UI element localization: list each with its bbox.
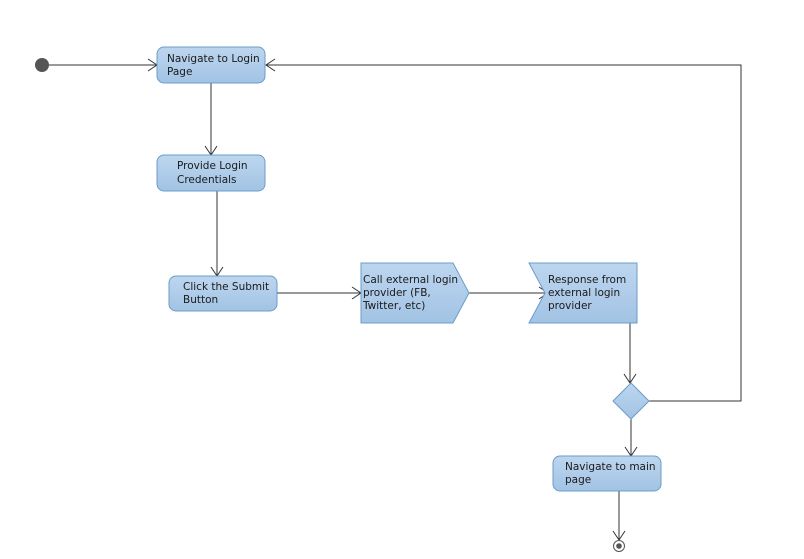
final-node-dot <box>616 543 622 549</box>
action-click-submit-shape <box>168 275 278 312</box>
edge-provide-credentials-to-click-submit <box>210 191 224 277</box>
edge-start-to-navigate-login <box>49 58 158 72</box>
accept-signal-response: Response from external login provider <box>528 262 638 324</box>
send-signal-call-provider-shape <box>360 262 470 324</box>
action-click-submit-label: Click the Submit Button <box>183 281 273 306</box>
action-navigate-main: Navigate to main page <box>552 455 662 492</box>
edge-navigate-main-to-end <box>612 491 626 541</box>
accept-signal-response-label: Response from external login provider <box>548 274 630 312</box>
edge-click-submit-to-call-provider <box>277 286 362 300</box>
final-node <box>613 540 625 552</box>
action-navigate-main-shape <box>552 455 662 492</box>
action-provide-credentials-shape <box>156 154 266 192</box>
send-signal-call-provider-label: Call external login provider (FB, Twitte… <box>362 274 461 312</box>
action-navigate-login-label: Navigate to Login Page <box>167 53 263 78</box>
edge-decision-to-navigate-main <box>624 419 638 457</box>
accept-signal-response-shape <box>528 262 638 324</box>
initial-node <box>35 58 49 72</box>
action-provide-credentials-label: Provide Login Credentials <box>177 160 251 186</box>
send-signal-call-provider: Call external login provider (FB, Twitte… <box>360 262 470 324</box>
action-provide-credentials: Provide Login Credentials <box>156 154 266 192</box>
edge-navigate-login-to-provide-credentials <box>204 83 218 156</box>
action-navigate-main-label: Navigate to main page <box>565 461 659 486</box>
action-navigate-login: Navigate to Login Page <box>156 46 266 84</box>
edge-decision-to-navigate-login <box>265 58 742 402</box>
edge-response-to-decision <box>623 323 637 384</box>
edge-call-provider-to-response <box>469 286 549 300</box>
decision-node <box>612 382 650 420</box>
action-navigate-login-shape <box>156 46 266 84</box>
action-click-submit: Click the Submit Button <box>168 275 278 312</box>
